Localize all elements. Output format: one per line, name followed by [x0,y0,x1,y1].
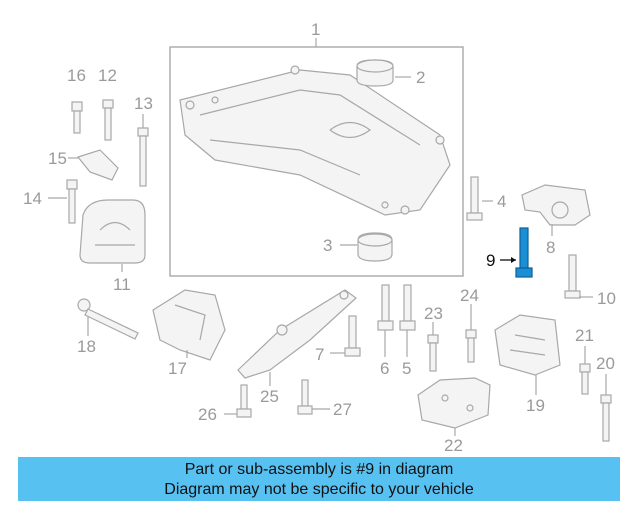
bolt-4 [466,176,493,221]
bracket-8 [521,184,591,236]
bushing-3 [340,232,393,262]
callout-3: 3 [323,236,332,255]
callout-17: 17 [168,359,187,378]
callout-labels: 1 2 3 4 5 6 7 8 9 10 11 12 13 14 15 16 1… [23,20,616,455]
callout-19: 19 [526,396,545,415]
bolt-10 [564,254,593,299]
bolt-27 [297,379,330,415]
bolt-16 [71,101,83,134]
subframe-group [169,38,464,277]
callout-6: 6 [380,359,389,378]
callout-20: 20 [596,354,615,373]
callout-23: 23 [424,304,443,323]
bolt-21 [579,346,591,395]
bolt-14 [48,179,78,224]
arm-25 [237,289,357,386]
bolt-26 [224,384,252,418]
bolt-12 [102,99,114,141]
callout-27: 27 [333,400,352,419]
callout-11: 11 [113,275,131,294]
bolt-23 [427,322,439,372]
callout-1: 1 [311,20,320,39]
callout-14: 14 [23,189,42,208]
bracket-15 [68,149,119,181]
callout-4: 4 [497,192,506,211]
callout-26: 26 [198,405,217,424]
callout-5: 5 [402,359,411,378]
bolt-24 [465,304,477,363]
mount-19 [494,314,561,395]
bolt-6 [377,284,394,357]
callout-22: 22 [444,436,463,455]
banner-line-1: Part or sub-assembly is #9 in diagram [184,461,454,478]
bolt-5 [399,284,416,357]
info-banner: Part or sub-assembly is #9 in diagram Di… [18,457,620,501]
bushing-2 [356,59,411,87]
callout-7: 7 [315,345,324,364]
callout-15: 15 [48,149,67,168]
callout-16: 16 [67,66,86,85]
callout-21: 21 [575,326,594,345]
callout-25: 25 [260,387,279,406]
bracket-17 [152,289,226,361]
callout-12: 12 [98,66,117,85]
mount-11 [79,199,146,272]
mount-22 [417,377,491,436]
callout-10: 10 [597,289,616,308]
callout-24: 24 [460,286,479,305]
callout-9[interactable]: 9 [486,251,495,270]
callout-13: 13 [134,94,153,113]
bolt-13 [137,114,149,187]
callout-8: 8 [546,238,555,257]
bolt-9-highlighted[interactable] [500,227,533,278]
callout-18: 18 [77,337,96,356]
bolt-7 [330,315,361,357]
bolt-18 [77,298,139,340]
banner-line-2: Diagram may not be specific to your vehi… [164,481,474,498]
bolt-20 [600,374,612,442]
callout-2: 2 [416,68,425,87]
parts-diagram: 1 2 3 4 5 6 7 8 9 10 11 12 13 14 15 16 1… [23,20,616,455]
